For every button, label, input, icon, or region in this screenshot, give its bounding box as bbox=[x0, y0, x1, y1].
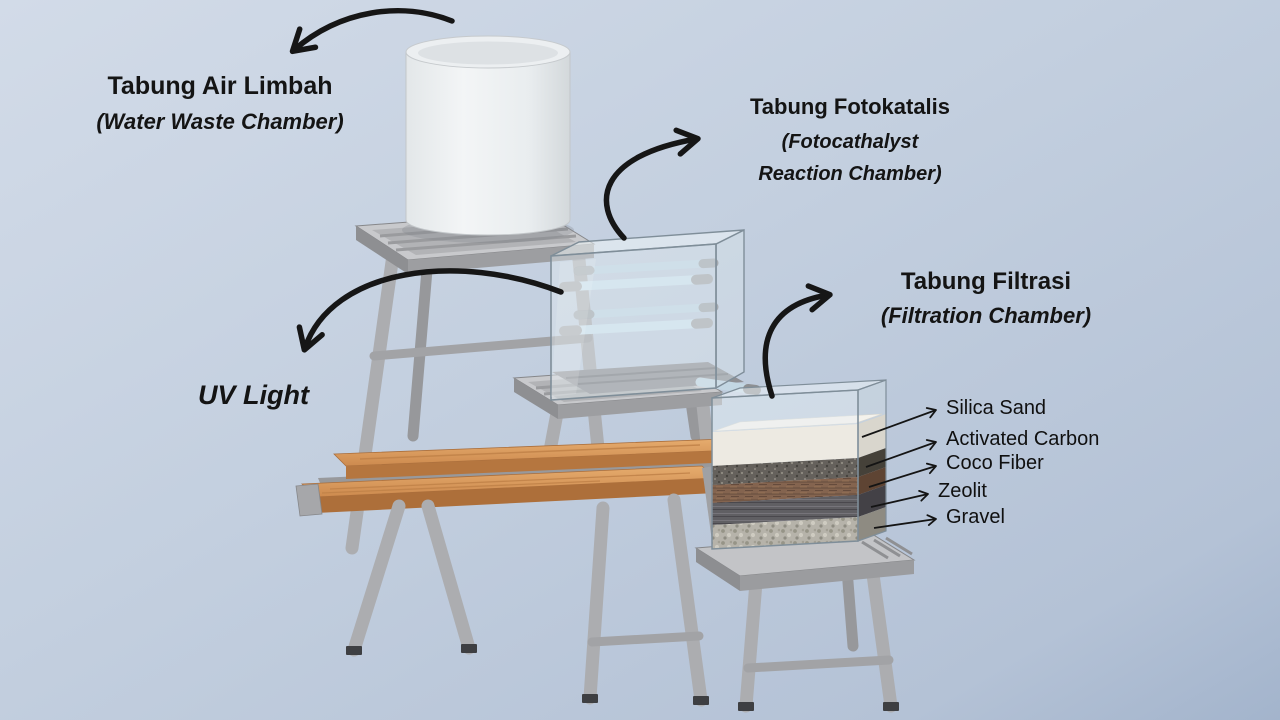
label-layer-coco-fiber: Coco Fiber bbox=[946, 452, 1044, 474]
leader-silica-sand bbox=[861, 407, 937, 438]
layer-gravel-front bbox=[712, 517, 858, 549]
uv-tube bbox=[574, 303, 718, 319]
arrow-filtration bbox=[762, 283, 833, 399]
label-uv-light: UV Light bbox=[198, 380, 309, 410]
waste-chamber-subtitle: (Water Waste Chamber) bbox=[96, 109, 344, 134]
layer-silica-sand-side bbox=[858, 414, 886, 458]
layer-activated-carbon-side bbox=[858, 448, 886, 477]
uv-lamps bbox=[559, 258, 719, 336]
wooden-bench bbox=[295, 438, 762, 556]
support-frame-front-legs bbox=[346, 493, 899, 713]
layer-silica-sand-front bbox=[712, 424, 858, 466]
filtration-chamber bbox=[711, 379, 887, 550]
leader-activated-carbon bbox=[865, 439, 937, 468]
layer-activated-carbon-front bbox=[712, 458, 858, 485]
label-layer-silica-sand: Silica Sand bbox=[946, 397, 1047, 419]
platform-grate bbox=[861, 536, 913, 560]
label-waste-chamber: Tabung Air Limbah (Water Waste Chamber) bbox=[52, 72, 388, 135]
waste-water-tank bbox=[405, 35, 571, 236]
chamber-side-face bbox=[715, 228, 745, 390]
label-layer-gravel: Gravel bbox=[946, 506, 1005, 528]
chamber-front-face bbox=[550, 243, 717, 401]
tank-cylinder bbox=[405, 51, 571, 236]
photocatalyst-title: Tabung Fotokatalis bbox=[749, 94, 951, 119]
label-layer-zeolit: Zeolit bbox=[938, 480, 987, 502]
annotation-arrows bbox=[289, 8, 833, 399]
label-filtration-chamber: Tabung Filtrasi (Filtration Chamber) bbox=[838, 268, 1134, 329]
waste-chamber-title: Tabung Air Limbah bbox=[107, 72, 333, 100]
label-photocatalyst-chamber: Tabung Fotokatalis (Fotocathalyst Reacti… bbox=[700, 94, 1000, 190]
uv-tube bbox=[559, 274, 713, 292]
filtration-subtitle: (Filtration Chamber) bbox=[880, 303, 1092, 328]
bench-end-cap bbox=[295, 483, 323, 517]
uv-tube bbox=[559, 318, 713, 336]
leader-zeolit bbox=[870, 490, 929, 508]
leader-gravel bbox=[873, 514, 937, 529]
layer-leader-lines bbox=[861, 407, 937, 529]
leader-coco-fiber bbox=[868, 462, 937, 488]
photocatalyst-subtitle-line1: (Fotocathalyst bbox=[781, 131, 919, 153]
photocatalyst-reaction-chamber bbox=[550, 228, 761, 401]
silica-sand-surface bbox=[713, 413, 883, 432]
layer-zeolit-side bbox=[858, 485, 886, 517]
arrow-waste-chamber bbox=[289, 8, 455, 55]
arrow-photocatalyst bbox=[603, 127, 701, 241]
label-layer-activated-carbon: Activated Carbon bbox=[946, 428, 1100, 450]
filtration-glass-front bbox=[711, 389, 859, 550]
filtration-title: Tabung Filtrasi bbox=[900, 268, 1072, 295]
layer-zeolit-front bbox=[712, 495, 858, 525]
layer-gravel-side bbox=[858, 507, 886, 541]
layer-coco-fiber-side bbox=[858, 467, 886, 495]
uv-tube bbox=[574, 259, 718, 275]
arrow-uv-light bbox=[296, 268, 564, 353]
layer-coco-fiber-front bbox=[712, 477, 858, 503]
photocatalyst-subtitle-line2: Reaction Chamber) bbox=[758, 163, 942, 185]
frame-feet bbox=[346, 644, 899, 711]
